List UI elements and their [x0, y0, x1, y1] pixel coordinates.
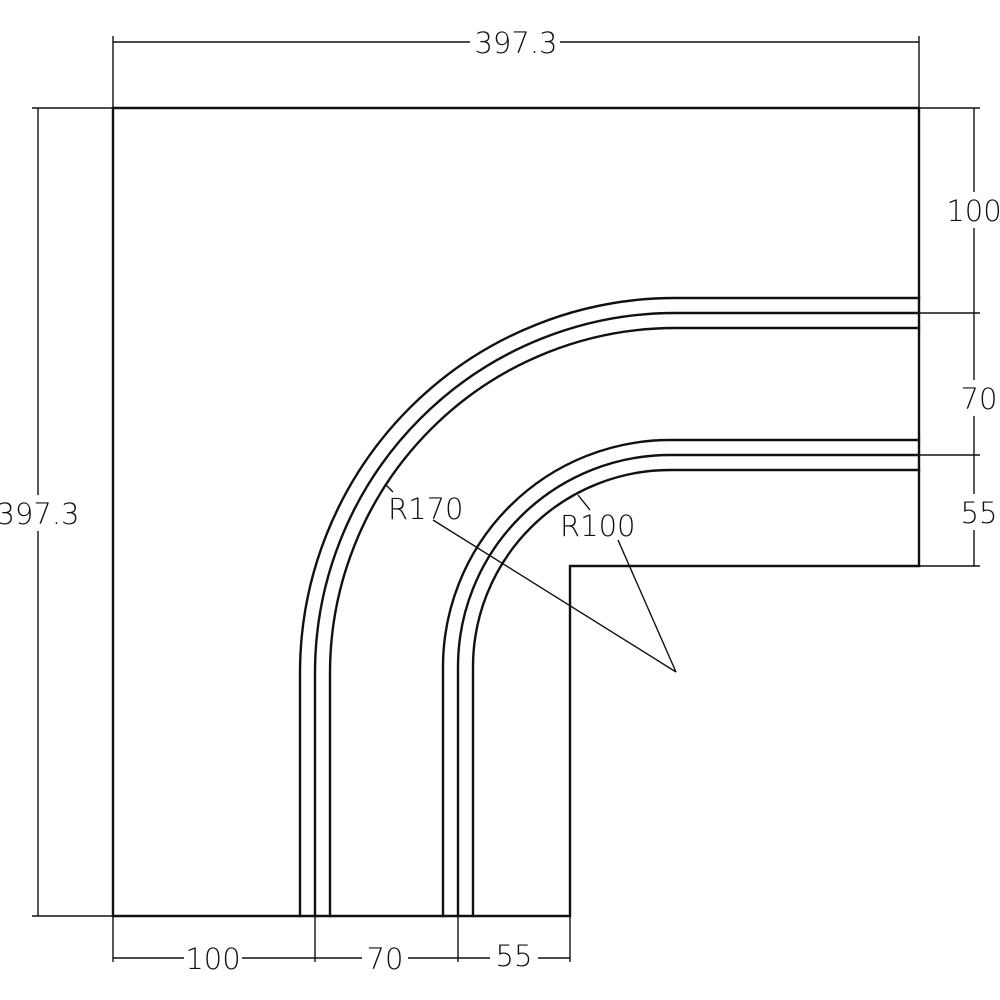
right-dimensions: 100 70 55: [919, 107, 1000, 567]
inner-groove-line-1: [441, 438, 921, 918]
radius-annotations: R170 R100: [384, 483, 677, 673]
top-dimension-label: 397.3: [474, 26, 557, 60]
top-dimension: 397.3: [112, 24, 920, 108]
outer-groove-line-3: [328, 326, 921, 918]
outer-groove-line-2: [313, 311, 921, 918]
left-dimension: 397.3: [0, 107, 113, 917]
right-dimension-bottom-label: 55: [961, 496, 998, 530]
bottom-dimension-right-label: 55: [496, 939, 533, 973]
right-dimension-middle-label: 70: [961, 382, 998, 416]
radius-inner-label: R100: [560, 509, 636, 543]
bottom-dimension-middle-label: 70: [367, 942, 404, 976]
part-outline: [111, 106, 921, 918]
radius-outer-label: R170: [388, 492, 464, 526]
right-dimension-top-label: 100: [946, 194, 1000, 228]
outer-groove-line-1: [298, 296, 921, 918]
bottom-dimension-left-label: 100: [185, 942, 240, 976]
inner-groove-line-3: [471, 468, 921, 918]
bottom-dimensions: 100 70 55: [112, 916, 571, 976]
left-dimension-label: 397.3: [0, 497, 80, 531]
inner-groove-line-2: [456, 453, 921, 918]
